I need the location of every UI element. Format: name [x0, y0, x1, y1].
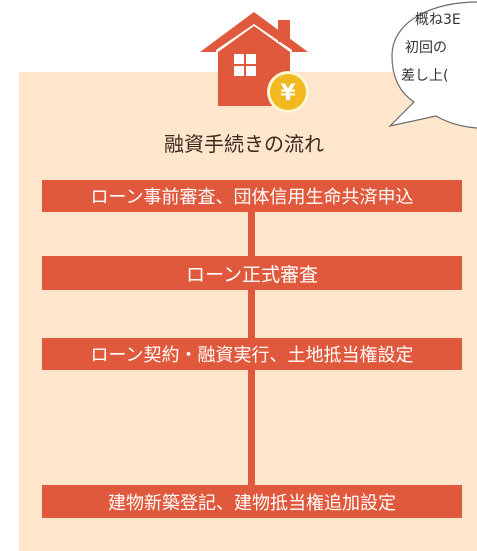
flow-step-3: ローン契約・融資実行、土地抵当権設定 [42, 338, 462, 370]
yen-symbol: ¥ [280, 81, 296, 106]
yen-coin-icon: ¥ [267, 71, 309, 113]
flow-step-1: ローン事前審査、団体信用生命共済申込 [42, 180, 462, 212]
bubble-line: 初回の [405, 40, 447, 56]
bubble-line: 概ね3E [415, 12, 461, 28]
house-icon: ¥ [200, 12, 309, 113]
flow-step-2: ローン正式審査 [42, 256, 462, 290]
flow-step-4: 建物新築登記、建物抵当権追加設定 [42, 485, 462, 518]
flow-title: 融資手続きの流れ [164, 132, 324, 156]
speech-bubble [388, 1, 477, 129]
bubble-text: 概ね3E 初回の 差し上( [395, 0, 477, 140]
bubble-line: 差し上( [401, 68, 449, 84]
